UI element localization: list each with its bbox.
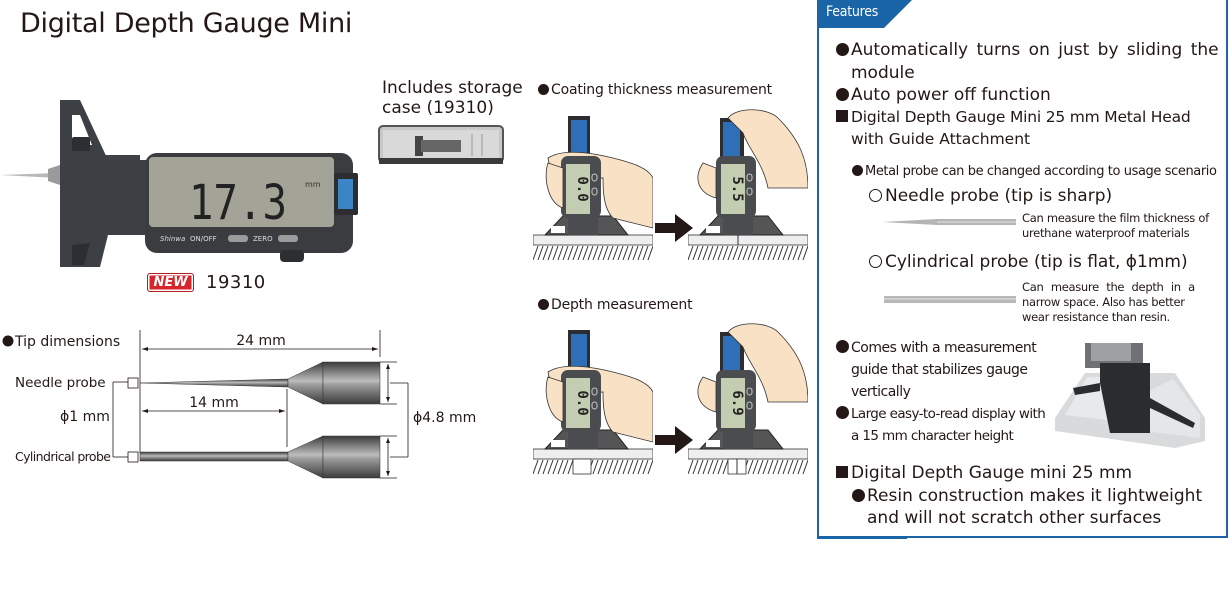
metal-head-heading: Digital Depth Gauge Mini 25 mm Metal Hea… xyxy=(836,107,1191,127)
lcd-reading: 17.3 xyxy=(189,175,287,231)
caption-line-2: case (19310) xyxy=(382,98,494,118)
total-length-label: 24 mm xyxy=(236,333,286,349)
features-bottom-accent xyxy=(817,536,907,539)
needle-desc: urethane waterproof materials xyxy=(1022,226,1190,240)
gauge-illustration: 5.5 xyxy=(687,109,809,261)
lcd-reading: 5.5 xyxy=(729,176,745,201)
zero-label: ZERO xyxy=(253,235,273,243)
bullet-icon xyxy=(538,84,549,95)
bullet-icon xyxy=(836,88,849,101)
cylindrical-desc: wear resistance than resin. xyxy=(1022,310,1170,324)
circle-outline-icon xyxy=(869,255,882,268)
arrow-right-icon xyxy=(655,214,693,242)
depth-heading: Depth measurement xyxy=(538,297,693,313)
arrow-right-icon xyxy=(655,426,693,454)
feature-item: Automatically turns on just by sliding t… xyxy=(836,39,1219,61)
tip-diameter-label: ϕ1 mm xyxy=(60,409,110,425)
bullet-icon xyxy=(2,335,14,347)
features-tab-label: Features xyxy=(826,4,879,20)
needle-desc: Can measure the film thickness of xyxy=(1022,211,1209,225)
bullet-icon xyxy=(852,165,863,176)
caption-line-1: Includes storage xyxy=(382,78,523,98)
gauge-illustration: 6.9 xyxy=(687,323,809,475)
zero-button[interactable] xyxy=(278,235,298,242)
feature-item: Auto power off function xyxy=(836,84,1051,106)
surface xyxy=(687,448,809,460)
bullet-icon xyxy=(836,340,849,353)
cylindrical-desc: Can measure the depth in a xyxy=(1022,280,1195,294)
lcd-reading: 0.0 xyxy=(574,176,590,201)
tip-heading: Tip dimensions xyxy=(14,334,120,350)
depth-after-illustration: 6.9 xyxy=(687,322,809,501)
probe-note: Metal probe can be changed according to … xyxy=(852,164,1217,180)
on-off-label: ON/OFF xyxy=(190,235,217,243)
circle-outline-icon xyxy=(869,189,882,202)
measurement-guide-photo xyxy=(1055,343,1205,448)
lcd-reading: 6.9 xyxy=(729,390,745,415)
storage-case-caption: Includes storage case (19310) xyxy=(382,78,523,118)
needle-probe-title: Needle probe (tip is sharp) xyxy=(869,185,1112,207)
page-title: Digital Depth Gauge Mini xyxy=(20,8,353,39)
resin-heading: Digital Depth Gauge mini 25 mm xyxy=(836,462,1132,484)
guide-feature: Comes with a measurement guide that stab… xyxy=(836,337,1037,403)
coating-heading-text: Coating thickness measurement xyxy=(551,82,772,98)
needle-probe-image xyxy=(882,219,1016,225)
storage-case-image xyxy=(378,125,504,164)
needle-tip xyxy=(0,173,58,178)
gauge-illustration: 0.0 xyxy=(532,330,654,475)
coating-before-illustration: 0.0 xyxy=(532,108,654,287)
on-off-button[interactable] xyxy=(228,235,248,242)
depth-before-illustration: 0.0 xyxy=(532,322,654,501)
features-panel xyxy=(817,0,1228,538)
display-feature: Large easy-to-read display with a 15 mm … xyxy=(836,403,1046,447)
shaft-length-label: 14 mm xyxy=(189,395,239,411)
metal-head-heading-cont: with Guide Attachment xyxy=(851,130,1031,148)
surface xyxy=(532,234,654,246)
coating-after-illustration: 5.5 xyxy=(687,108,809,287)
square-bullet-icon xyxy=(836,466,848,478)
features-tab xyxy=(817,0,912,28)
resin-feature: Resin construction makes it lightweight xyxy=(852,485,1202,507)
lcd-unit: mm xyxy=(305,180,321,189)
cylindrical-probe-image xyxy=(884,296,1016,303)
svg-text:Shinwa: Shinwa xyxy=(160,235,185,243)
resin-feature-cont: and will not scratch other surfaces xyxy=(867,508,1162,528)
needle-probe-label: Needle probe xyxy=(15,375,106,391)
cylindrical-desc: narrow space. Also has better xyxy=(1022,295,1185,309)
depth-heading-text: Depth measurement xyxy=(551,297,693,313)
surface xyxy=(687,234,809,246)
square-bullet-icon xyxy=(836,110,848,122)
new-badge: NEW xyxy=(147,273,194,292)
gauge-illustration: 0.0 xyxy=(532,116,654,261)
body-diameter-label: ϕ4.8 mm xyxy=(413,410,476,426)
bullet-icon xyxy=(852,489,865,502)
cylindrical-probe-label: Cylindrical probe xyxy=(15,449,111,464)
product-code: 19310 xyxy=(206,272,266,293)
cylindrical-probe-title: Cylindrical probe (tip is flat, ϕ1mm) xyxy=(869,251,1188,273)
bullet-icon xyxy=(836,43,849,56)
bullet-icon xyxy=(836,406,849,419)
tip-dimensions-diagram: Tip dimensions 24 mm Needle probe 14 mm … xyxy=(2,330,476,479)
coating-heading: Coating thickness measurement xyxy=(538,82,772,98)
feature-item-cont: module xyxy=(851,63,915,83)
bullet-icon xyxy=(538,299,549,310)
lcd-reading: 0.0 xyxy=(574,390,590,415)
groove xyxy=(572,458,592,475)
surface xyxy=(532,448,654,460)
product-photo: 17.3 mm Shinwa ON/OFF ZERO xyxy=(0,100,358,267)
